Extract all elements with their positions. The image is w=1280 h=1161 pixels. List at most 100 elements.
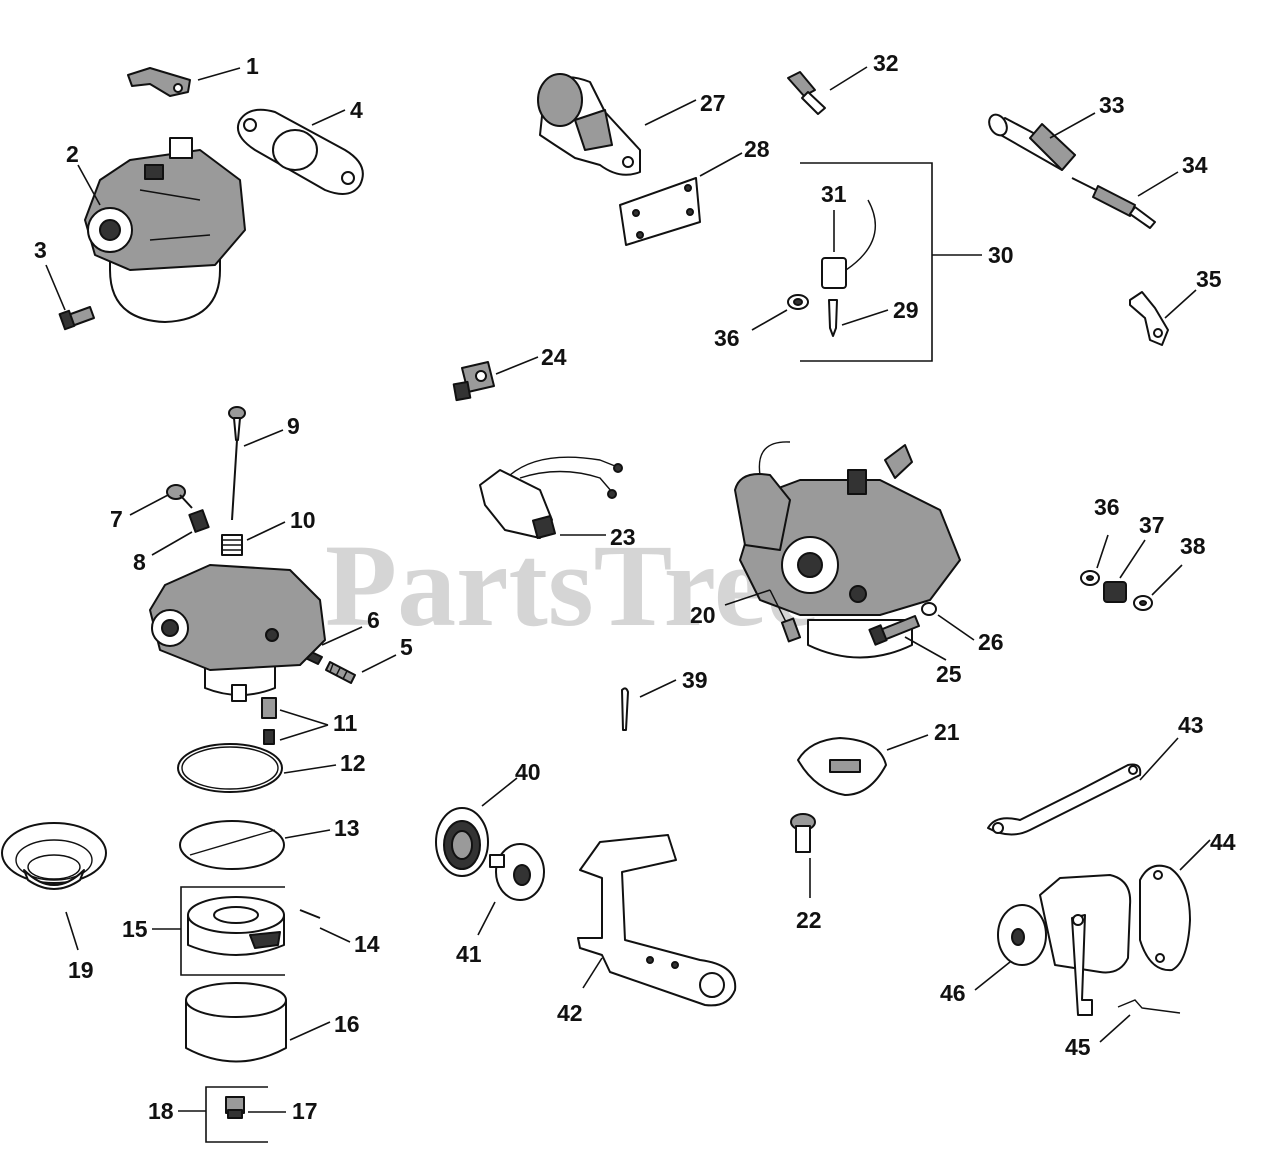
part-22-valve[interactable] bbox=[790, 813, 816, 853]
callout-41: 41 bbox=[456, 941, 482, 967]
part-44-gasket[interactable] bbox=[1139, 864, 1191, 972]
part-36-washer-right[interactable] bbox=[1080, 570, 1100, 586]
part-3-screw[interactable] bbox=[58, 306, 95, 331]
callout-31: 31 bbox=[821, 181, 847, 207]
leader-13 bbox=[284, 829, 331, 839]
part-13-float[interactable] bbox=[179, 820, 285, 870]
part-16-bowl[interactable] bbox=[185, 982, 287, 1063]
leader-21 bbox=[886, 734, 929, 751]
leader-39 bbox=[639, 679, 677, 698]
leader-8 bbox=[151, 531, 193, 556]
part-43-lever[interactable] bbox=[987, 763, 1142, 836]
callout-16: 16 bbox=[334, 1011, 360, 1037]
callout-19: 19 bbox=[68, 957, 94, 983]
part-19-cup[interactable] bbox=[1, 822, 107, 890]
part-5-screw[interactable] bbox=[325, 661, 356, 684]
callout-42: 42 bbox=[557, 1000, 583, 1026]
callout-46: 46 bbox=[940, 980, 966, 1006]
leader-19 bbox=[65, 911, 79, 951]
part-35-bracket[interactable] bbox=[1129, 291, 1169, 346]
part-45-spring-wire[interactable] bbox=[1117, 999, 1181, 1014]
leader-6 bbox=[321, 626, 363, 646]
leader-38 bbox=[1151, 564, 1183, 596]
part-26-washer[interactable] bbox=[921, 602, 937, 616]
leader-44 bbox=[1179, 839, 1211, 871]
callout-1: 1 bbox=[246, 53, 259, 79]
callout-21: 21 bbox=[934, 719, 960, 745]
callout-10: 10 bbox=[290, 507, 316, 533]
callout-45: 45 bbox=[1065, 1034, 1091, 1060]
part-24-fitting[interactable] bbox=[452, 361, 495, 402]
part-32-connector[interactable] bbox=[787, 71, 826, 115]
part-9-needle[interactable] bbox=[228, 406, 246, 521]
callout-32: 32 bbox=[873, 50, 899, 76]
part-7-screw[interactable] bbox=[166, 484, 193, 509]
callout-24: 24 bbox=[541, 344, 567, 370]
leader-24 bbox=[495, 356, 539, 375]
callout-9: 9 bbox=[287, 413, 300, 439]
callout-43: 43 bbox=[1178, 712, 1204, 738]
part-21-plate[interactable] bbox=[797, 737, 887, 796]
part-38-washer[interactable] bbox=[1133, 595, 1153, 611]
part-46-governor[interactable] bbox=[997, 874, 1132, 1016]
leader-29 bbox=[841, 309, 889, 326]
part-42-bracket[interactable] bbox=[577, 834, 737, 1007]
leader-12 bbox=[283, 764, 337, 774]
callout-35: 35 bbox=[1196, 266, 1222, 292]
callout-36a: 36 bbox=[714, 325, 740, 351]
callout-29: 29 bbox=[893, 297, 919, 323]
leader-3 bbox=[45, 264, 66, 311]
part-17-drain-screw[interactable] bbox=[225, 1096, 245, 1119]
leader-36a bbox=[751, 309, 788, 331]
part-1-bracket[interactable] bbox=[127, 67, 191, 97]
leader-9 bbox=[243, 429, 284, 447]
part-15-float[interactable] bbox=[187, 896, 285, 956]
leader-7 bbox=[129, 494, 169, 516]
leader-5 bbox=[361, 654, 397, 673]
callout-7: 7 bbox=[110, 506, 123, 532]
callout-13: 13 bbox=[334, 815, 360, 841]
callout-5: 5 bbox=[400, 634, 413, 660]
group-box-15 bbox=[180, 886, 285, 976]
callout-22: 22 bbox=[796, 907, 822, 933]
callout-12: 12 bbox=[340, 750, 366, 776]
leader-43 bbox=[1139, 737, 1179, 781]
callout-39: 39 bbox=[682, 667, 708, 693]
carburetor-body-lower[interactable] bbox=[149, 564, 326, 702]
callout-17: 17 bbox=[292, 1098, 318, 1124]
callout-34: 34 bbox=[1182, 152, 1208, 178]
part-34-probe[interactable] bbox=[1071, 177, 1156, 229]
part-27-solenoid-bracket[interactable] bbox=[537, 73, 641, 176]
part-39-cotter-pin[interactable] bbox=[621, 687, 629, 731]
part-29-pin[interactable] bbox=[828, 299, 838, 337]
leader-45 bbox=[1099, 1014, 1131, 1043]
leader-20 bbox=[724, 589, 771, 606]
part-10-spring[interactable] bbox=[221, 534, 243, 556]
group-box-18 bbox=[205, 1086, 268, 1143]
part-36-washer-top[interactable] bbox=[787, 294, 809, 310]
part-11-jets[interactable] bbox=[261, 697, 277, 745]
callout-36b: 36 bbox=[1094, 494, 1120, 520]
part-8-spring[interactable] bbox=[188, 509, 210, 533]
leader-2 bbox=[77, 164, 101, 206]
part-25-bolt[interactable] bbox=[868, 615, 920, 646]
part-41-cam[interactable] bbox=[489, 843, 545, 901]
part-28-plate[interactable] bbox=[619, 177, 701, 246]
part-40-coil-spring[interactable] bbox=[435, 807, 489, 877]
callout-44: 44 bbox=[1210, 829, 1236, 855]
part-20-carburetor-assembly[interactable] bbox=[734, 441, 961, 659]
callout-25: 25 bbox=[936, 661, 962, 687]
part-4-gasket[interactable] bbox=[236, 108, 364, 195]
part-31-plunger[interactable] bbox=[821, 199, 876, 289]
callout-3: 3 bbox=[34, 237, 47, 263]
part-2-carburetor[interactable] bbox=[84, 137, 246, 323]
part-37-spring[interactable] bbox=[1103, 581, 1127, 603]
part-14-pin[interactable] bbox=[299, 909, 321, 919]
callout-15: 15 bbox=[122, 916, 148, 942]
part-33-cylinder[interactable] bbox=[986, 111, 1076, 171]
leader-32 bbox=[829, 66, 868, 91]
part-12-oring[interactable] bbox=[177, 743, 283, 793]
part-23-solenoid[interactable] bbox=[479, 456, 623, 540]
leader-42 bbox=[582, 957, 603, 989]
